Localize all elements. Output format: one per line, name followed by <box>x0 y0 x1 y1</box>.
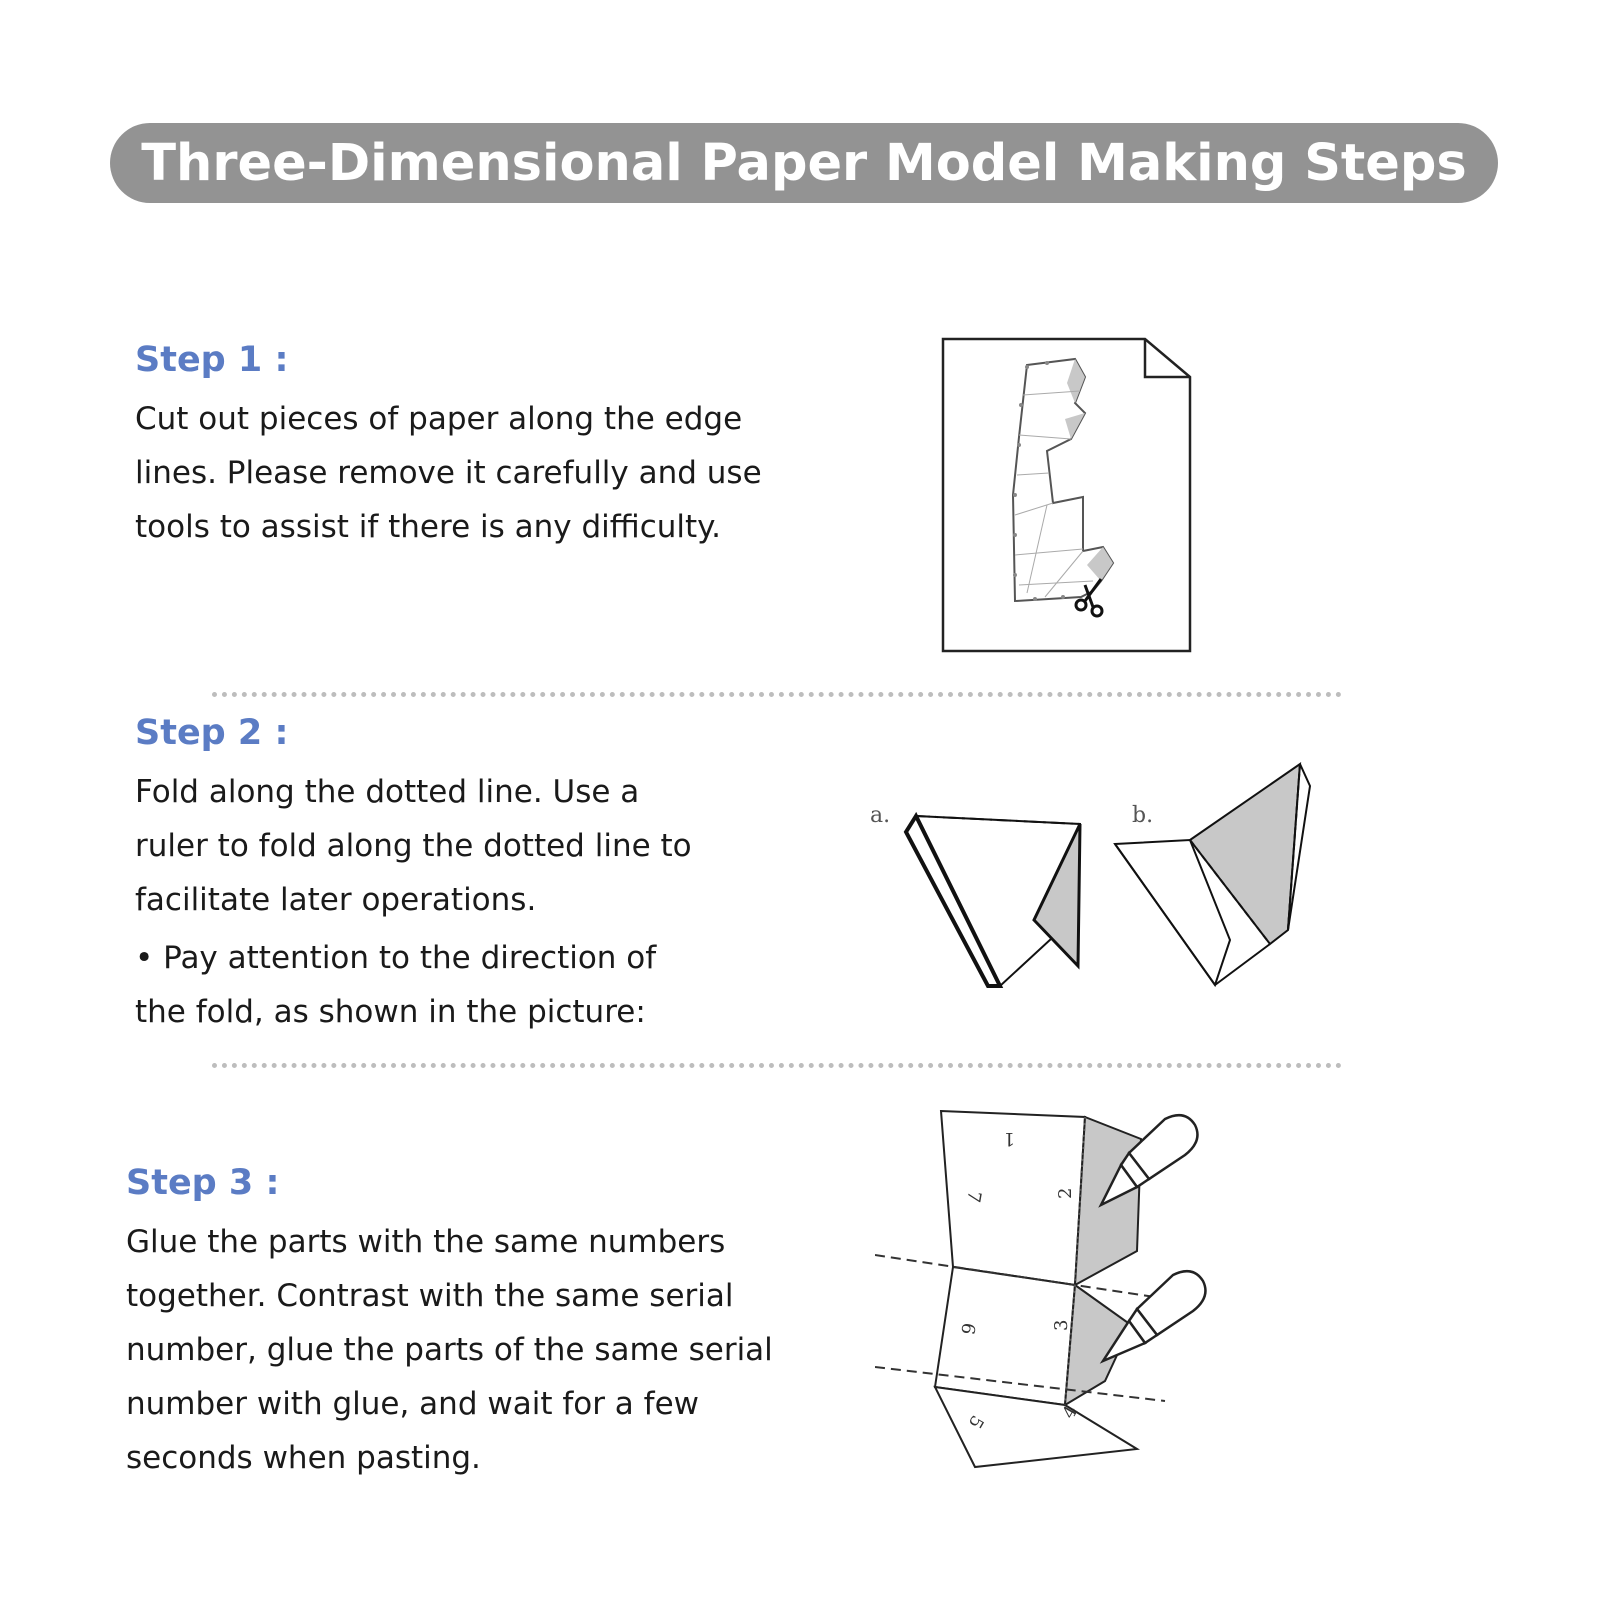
step-1-illustration <box>941 337 1192 653</box>
figure-label-b: b. <box>1132 803 1153 828</box>
step-2-text: Fold along the dotted line. Use a ruler … <box>135 774 692 918</box>
step-1-heading: Step 1 : <box>135 340 289 380</box>
part-number-7: 7 <box>962 1189 985 1204</box>
scissors-icon <box>1074 578 1104 618</box>
step-1-text: Cut out pieces of paper along the edge l… <box>135 401 762 545</box>
step-1: Step 1 : Cut out pieces of paper along t… <box>135 340 815 554</box>
part-number-2: 2 <box>1055 1188 1076 1199</box>
step-2: Step 2 : Fold along the dotted line. Use… <box>135 713 815 1039</box>
part-number-6: 6 <box>956 1321 979 1336</box>
glue-bottle-icon <box>1099 1269 1207 1364</box>
figure-label-a: a. <box>870 803 890 828</box>
step-2-note: • Pay attention to the direction of the … <box>135 940 657 1030</box>
divider-2 <box>212 1063 1342 1068</box>
step-3: Step 3 : Glue the parts with the same nu… <box>126 1163 806 1485</box>
part-number-1: 1 <box>1004 1128 1015 1149</box>
glue-bottle-icon <box>1098 1113 1199 1208</box>
step-3-illustration: 1 2 3 4 5 6 7 <box>875 1109 1207 1469</box>
part-number-3: 3 <box>1051 1320 1072 1331</box>
step-2-heading: Step 2 : <box>135 713 289 753</box>
page-title: Three-Dimensional Paper Model Making Ste… <box>141 133 1467 193</box>
step-3-text: Glue the parts with the same numbers tog… <box>126 1224 773 1476</box>
step-3-heading: Step 3 : <box>126 1163 280 1203</box>
divider-1 <box>212 692 1342 697</box>
step-2-illustration: a. b. <box>870 761 1312 988</box>
title-banner: Three-Dimensional Paper Model Making Ste… <box>110 123 1498 203</box>
